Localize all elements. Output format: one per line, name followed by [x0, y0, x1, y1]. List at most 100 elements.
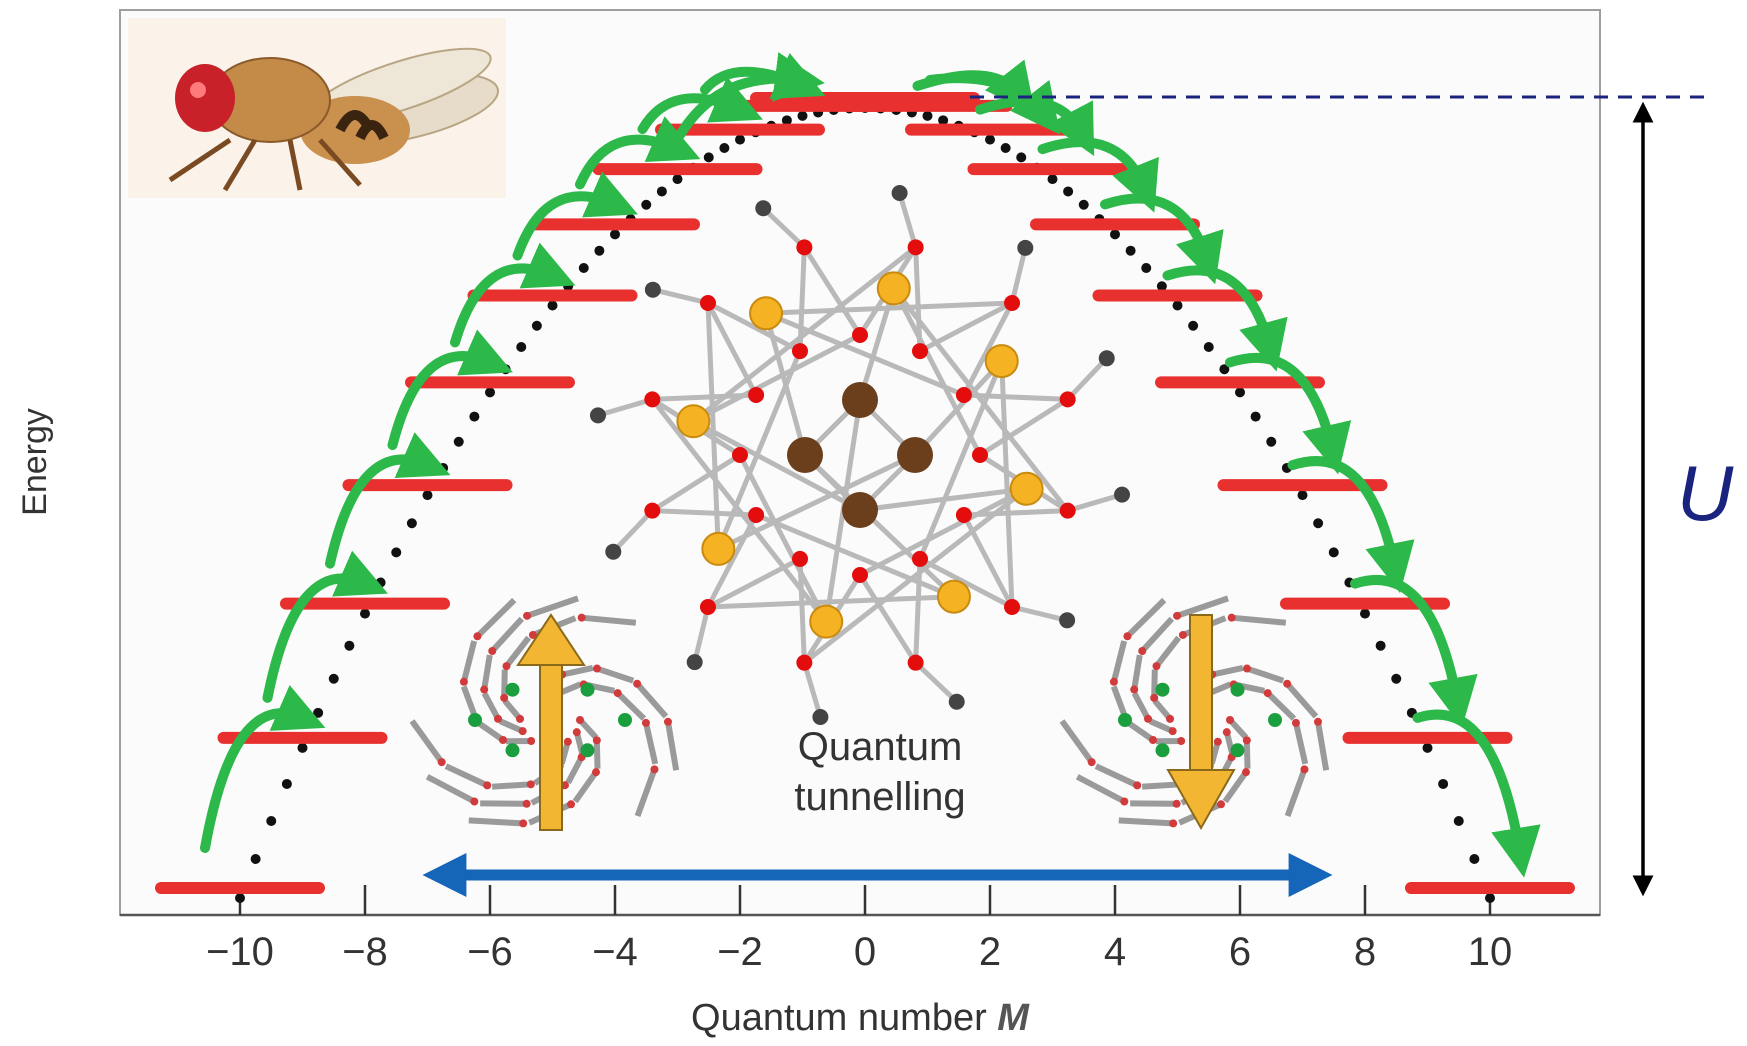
curve-dot [1422, 742, 1433, 753]
x-tick-label: 4 [1104, 930, 1126, 974]
carbon-atom [644, 281, 661, 298]
metal-atom [1118, 713, 1132, 727]
thermal-hop-arrows [200, 52, 1541, 878]
oxygen-atom [1241, 768, 1250, 777]
curve-dot [1266, 436, 1277, 447]
oxygen-atom [494, 714, 503, 723]
molecule-bond [918, 556, 1014, 610]
energy-level-bar [467, 289, 638, 302]
metal-atom [1155, 682, 1170, 697]
molecule-bond [913, 558, 923, 663]
curve-dot [594, 245, 605, 256]
oxygen-atom [1148, 736, 1157, 745]
fruit-fly-image [128, 18, 506, 198]
carbon-atom [686, 654, 703, 671]
curve-dot [703, 152, 714, 163]
oxygen-atom [1168, 727, 1177, 736]
molecular-cluster-image [589, 184, 1131, 726]
oxygen-atom [792, 343, 808, 360]
hop-arrow [675, 52, 825, 140]
hop-arrow [1162, 265, 1288, 372]
molecule-bond [481, 654, 493, 691]
molecule-bond [706, 300, 802, 354]
oxygen-atom [473, 632, 482, 641]
oxygen-atom [1144, 714, 1153, 723]
molecule-bond [1111, 640, 1128, 683]
molecule-bond [468, 817, 524, 827]
molecule-bond [737, 453, 829, 623]
oxygen-atom [650, 765, 659, 774]
molecule-bond [705, 302, 721, 550]
tunnelling-label-line2: tunnelling [794, 775, 965, 819]
curve-dot [641, 199, 652, 210]
molecule-bond [859, 486, 1027, 513]
molecule-bond [652, 508, 757, 518]
molecule-bond [665, 721, 680, 771]
energy-level-bar [1155, 376, 1325, 389]
energy-level-bar [1030, 218, 1200, 231]
molecule-bond [692, 419, 862, 513]
curve-dot [1125, 245, 1136, 256]
curve-dot [297, 742, 308, 753]
molecule-bond [593, 740, 601, 769]
molecule-bond [1009, 247, 1028, 304]
curve-dot [797, 110, 808, 121]
oxygen-atom [1222, 728, 1231, 737]
oxygen-atom [523, 611, 532, 620]
barrier-label-u: U [1677, 449, 1734, 537]
iron-core-atom [842, 492, 878, 528]
oxygen-atom [1130, 685, 1139, 694]
molecule-bond [1243, 740, 1251, 769]
oxygen-atom [792, 550, 808, 567]
spin-up-arrow [516, 613, 586, 831]
oxygen-atom [1313, 717, 1322, 726]
molecule-bond [498, 718, 524, 734]
curve-dot [1188, 320, 1199, 331]
molecule-bond [643, 722, 659, 765]
molecule-bond [1293, 722, 1309, 765]
molecule-bond [425, 774, 476, 805]
carbon-atom [812, 709, 829, 726]
oxygen-atom [1217, 800, 1226, 809]
curve-dot [1391, 673, 1402, 684]
carbon-atom [589, 407, 606, 424]
oxygen-atom [1242, 664, 1251, 673]
molecule-bond [1094, 763, 1139, 789]
molecule-bond [1246, 665, 1285, 684]
energy-level-bar [405, 376, 575, 389]
molecule-bond [1075, 774, 1126, 805]
curve-dot [985, 134, 995, 145]
oxygen-atom [527, 737, 536, 746]
oxygen-atom [1150, 693, 1159, 702]
energy-level-bar [217, 731, 388, 744]
molecule-bond [611, 508, 655, 554]
x-tick-label: 8 [1354, 930, 1376, 974]
energy-level-bar [155, 882, 325, 894]
oxygen-atom [567, 800, 576, 809]
molecule-bond [501, 669, 508, 698]
x-tick-label: −10 [206, 930, 274, 974]
molecule-bond [1284, 768, 1308, 818]
molecule-bond [1125, 597, 1167, 639]
energy-level-bar [1217, 479, 1388, 492]
molecule-bond [597, 396, 654, 418]
molecule-bond [1315, 721, 1330, 771]
oxygen-atom [528, 630, 537, 639]
oxygen-atom [1087, 758, 1096, 767]
molecule-bond [891, 287, 983, 457]
oxygen-atom [577, 613, 586, 622]
oxygen-atom [1178, 630, 1187, 639]
iron-atom [876, 271, 911, 306]
carbon-atom [1098, 350, 1115, 367]
molecule-bond [572, 770, 599, 804]
iron-atom [809, 604, 844, 639]
molecule-bond [691, 245, 918, 424]
oxygen-atom [955, 507, 972, 523]
curve-dot [235, 893, 245, 903]
x-axis-label: Quantum number M [691, 997, 1030, 1039]
curve-dot [1172, 300, 1183, 311]
curve-dot [1016, 152, 1027, 163]
curve-dot [1141, 262, 1152, 273]
oxygen-atom [699, 599, 716, 616]
molecule-bond [1131, 654, 1143, 691]
